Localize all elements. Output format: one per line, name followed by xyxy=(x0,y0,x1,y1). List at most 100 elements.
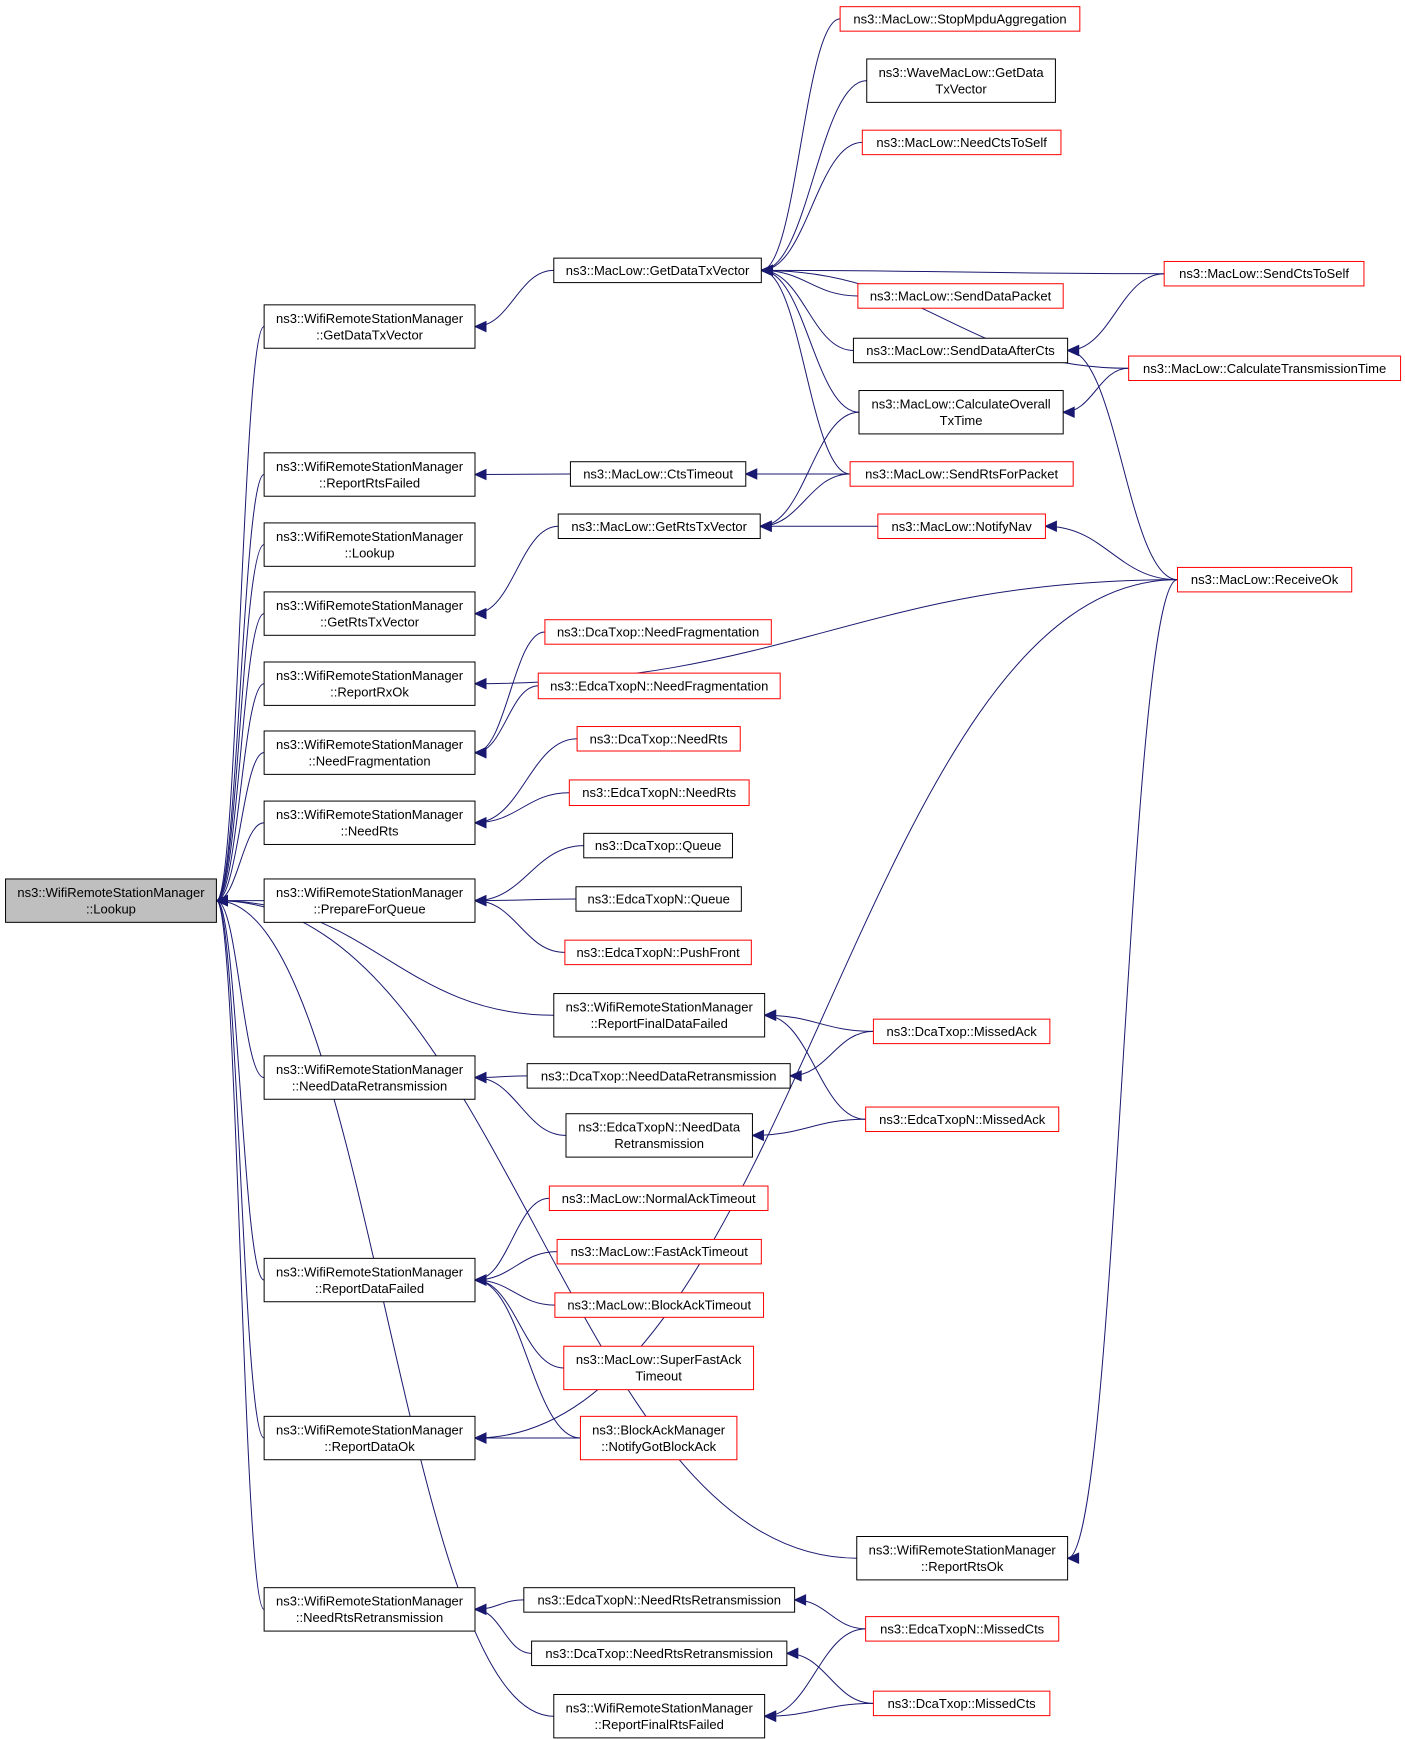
node-box[interactable] xyxy=(858,390,1064,435)
node-dca_missedack[interactable]: ns3::DcaTxop::MissedAck xyxy=(872,1018,1051,1045)
node-wrsm_reportfinalrts[interactable]: ns3::WifiRemoteStationManager::ReportFin… xyxy=(553,1693,766,1739)
node-wrsm_lookup2[interactable]: ns3::WifiRemoteStationManager::Lookup xyxy=(263,522,476,567)
node-box[interactable] xyxy=(548,1185,769,1212)
node-box[interactable] xyxy=(531,1640,788,1667)
node-box[interactable] xyxy=(849,461,1074,487)
node-wrsm_reportrtsok[interactable]: ns3::WifiRemoteStationManager::ReportRts… xyxy=(856,1536,1069,1581)
node-bam_notify[interactable]: ns3::BlockAckManager::NotifyGotBlockAck xyxy=(579,1415,738,1461)
node-dca_needrtsretx[interactable]: ns3::DcaTxop::NeedRtsRetransmission xyxy=(531,1640,788,1667)
node-box[interactable] xyxy=(526,1063,791,1089)
node-box[interactable] xyxy=(556,1238,762,1265)
node-box[interactable] xyxy=(576,726,741,752)
node-wrsm_reportrtsfailed[interactable]: ns3::WifiRemoteStationManager::ReportRts… xyxy=(263,452,476,497)
node-edca_missedack[interactable]: ns3::EdcaTxopN::MissedAck xyxy=(865,1106,1060,1133)
node-box[interactable] xyxy=(263,1587,476,1632)
node-wrsm_reportrxok[interactable]: ns3::WifiRemoteStationManager::ReportRxO… xyxy=(263,661,476,706)
node-edca_queue[interactable]: ns3::EdcaTxopN::Queue xyxy=(575,886,742,912)
node-box[interactable] xyxy=(565,1113,753,1158)
node-box[interactable] xyxy=(263,730,476,775)
node-box[interactable] xyxy=(263,522,476,567)
node-wrsm_needfrag[interactable]: ns3::WifiRemoteStationManager::NeedFragm… xyxy=(263,730,476,775)
node-edca_needdataretx[interactable]: ns3::EdcaTxopN::NeedDataRetransmission xyxy=(565,1113,753,1158)
node-box[interactable] xyxy=(857,283,1064,309)
node-wrsm_prepare[interactable]: ns3::WifiRemoteStationManager::PrepareFo… xyxy=(263,878,476,923)
node-wrsm_needdataretx[interactable]: ns3::WifiRemoteStationManager::NeedDataR… xyxy=(263,1055,476,1100)
node-box[interactable] xyxy=(852,337,1069,364)
node-box[interactable] xyxy=(263,878,476,923)
node-box[interactable] xyxy=(263,1415,476,1461)
node-box[interactable] xyxy=(568,779,750,807)
node-edca_missedcts[interactable]: ns3::EdcaTxopN::MissedCts xyxy=(865,1616,1060,1642)
node-box[interactable] xyxy=(554,1292,765,1318)
node-edca_needrtsretx[interactable]: ns3::EdcaTxopN::NeedRtsRetransmission xyxy=(523,1587,796,1613)
node-wrsm_reportdatafailed[interactable]: ns3::WifiRemoteStationManager::ReportDat… xyxy=(263,1257,476,1303)
node-maclow_normalack[interactable]: ns3::MacLow::NormalAckTimeout xyxy=(548,1185,769,1212)
node-box[interactable] xyxy=(866,58,1056,103)
node-box[interactable] xyxy=(523,1587,796,1613)
node-box[interactable] xyxy=(263,304,476,349)
node-dca_missedcts[interactable]: ns3::DcaTxop::MissedCts xyxy=(872,1690,1051,1717)
node-edca_pushfront[interactable]: ns3::EdcaTxopN::PushFront xyxy=(564,939,752,966)
node-box[interactable] xyxy=(263,800,476,845)
node-maclow_needctstoself[interactable]: ns3::MacLow::NeedCtsToSelf xyxy=(861,129,1062,156)
node-maclow_getdatatx[interactable]: ns3::MacLow::GetDataTxVector xyxy=(553,257,762,284)
node-maclow_receiveok[interactable]: ns3::MacLow::ReceiveOk xyxy=(1176,566,1353,593)
node-wrsm_reportdataok[interactable]: ns3::WifiRemoteStationManager::ReportDat… xyxy=(263,1415,476,1461)
node-wrsm_needrtsretx[interactable]: ns3::WifiRemoteStationManager::NeedRtsRe… xyxy=(263,1587,476,1632)
node-box[interactable] xyxy=(563,1345,755,1391)
node-dca_needfrag[interactable]: ns3::DcaTxop::NeedFragmentation xyxy=(544,619,772,645)
node-wrsm_reportfinaldata[interactable]: ns3::WifiRemoteStationManager::ReportFin… xyxy=(553,993,766,1038)
node-box[interactable] xyxy=(553,993,766,1038)
node-maclow_senddatapacket[interactable]: ns3::MacLow::SendDataPacket xyxy=(857,283,1064,309)
node-edca_needfrag[interactable]: ns3::EdcaTxopN::NeedFragmentation xyxy=(537,672,781,700)
node-maclow_senddataaftercts[interactable]: ns3::MacLow::SendDataAfterCts xyxy=(852,337,1069,364)
node-dca_needdataretx[interactable]: ns3::DcaTxop::NeedDataRetransmission xyxy=(526,1063,791,1089)
node-box[interactable] xyxy=(537,672,781,700)
node-box[interactable] xyxy=(263,452,476,497)
node-maclow_sendctstoself[interactable]: ns3::MacLow::SendCtsToSelf xyxy=(1163,260,1365,287)
node-box[interactable] xyxy=(553,257,762,284)
node-edca_needrts[interactable]: ns3::EdcaTxopN::NeedRts xyxy=(568,779,750,807)
node-box[interactable] xyxy=(1163,260,1365,287)
node-box[interactable] xyxy=(583,832,733,859)
node-root[interactable]: ns3::WifiRemoteStationManager::Lookup xyxy=(5,878,217,923)
node-box[interactable] xyxy=(856,1536,1069,1581)
node-maclow_calctxtime[interactable]: ns3::MacLow::CalculateTransmissionTime xyxy=(1128,355,1402,382)
node-wrsm_getdatatx[interactable]: ns3::WifiRemoteStationManager::GetDataTx… xyxy=(263,304,476,349)
node-box[interactable] xyxy=(861,129,1062,156)
node-box[interactable] xyxy=(553,1693,766,1739)
node-box[interactable] xyxy=(579,1415,738,1461)
node-box[interactable] xyxy=(1176,566,1353,593)
node-box[interactable] xyxy=(1128,355,1402,382)
node-box[interactable] xyxy=(564,939,752,966)
node-maclow_getrtstx[interactable]: ns3::MacLow::GetRtsTxVector xyxy=(557,513,761,540)
node-box[interactable] xyxy=(5,878,217,923)
node-box[interactable] xyxy=(865,1616,1060,1642)
node-maclow_ctstimeout[interactable]: ns3::MacLow::CtsTimeout xyxy=(569,461,747,487)
node-maclow_stopmpdu[interactable]: ns3::MacLow::StopMpduAggregation xyxy=(839,6,1081,32)
node-maclow_notifynav[interactable]: ns3::MacLow::NotifyNav xyxy=(877,513,1046,540)
node-dca_queue[interactable]: ns3::DcaTxop::Queue xyxy=(583,832,733,859)
node-box[interactable] xyxy=(877,513,1046,540)
node-maclow_fastack[interactable]: ns3::MacLow::FastAckTimeout xyxy=(556,1238,762,1265)
node-wrsm_getrtstx[interactable]: ns3::WifiRemoteStationManager::GetRtsTxV… xyxy=(263,591,476,636)
node-box[interactable] xyxy=(865,1106,1060,1133)
node-box[interactable] xyxy=(263,1257,476,1303)
node-box[interactable] xyxy=(569,461,747,487)
node-maclow_sendrtsforpacket[interactable]: ns3::MacLow::SendRtsForPacket xyxy=(849,461,1074,487)
node-wrsm_needrts[interactable]: ns3::WifiRemoteStationManager::NeedRts xyxy=(263,800,476,845)
node-box[interactable] xyxy=(839,6,1081,32)
node-dca_needrts[interactable]: ns3::DcaTxop::NeedRts xyxy=(576,726,741,752)
node-box[interactable] xyxy=(557,513,761,540)
node-box[interactable] xyxy=(575,886,742,912)
node-box[interactable] xyxy=(263,1055,476,1100)
node-maclow_blockack[interactable]: ns3::MacLow::BlockAckTimeout xyxy=(554,1292,765,1318)
node-box[interactable] xyxy=(544,619,772,645)
node-box[interactable] xyxy=(263,591,476,636)
node-wavemaclow_getdata[interactable]: ns3::WaveMacLow::GetDataTxVector xyxy=(866,58,1056,103)
node-box[interactable] xyxy=(872,1690,1051,1717)
node-box[interactable] xyxy=(263,661,476,706)
node-box[interactable] xyxy=(872,1018,1051,1045)
